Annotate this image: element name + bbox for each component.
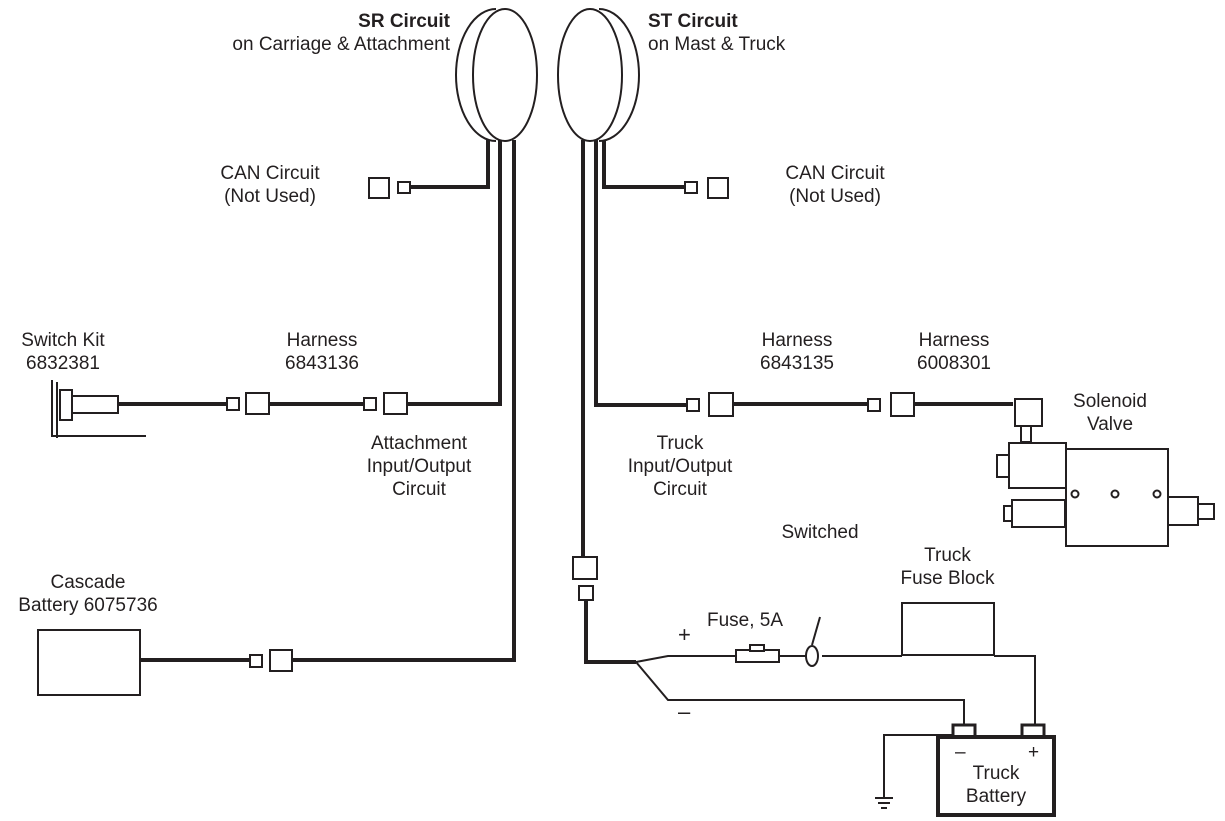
can-circuit-left-label: CAN Circuit (Not Used) bbox=[195, 162, 345, 208]
positive-branch-wire bbox=[635, 655, 736, 663]
attachment-io-label: Attachment Input/Output Circuit bbox=[349, 432, 489, 501]
can-circuit-right-label: CAN Circuit (Not Used) bbox=[760, 162, 910, 208]
sr-cascade-battery-wire bbox=[292, 140, 516, 662]
harness-a-line1: Harness bbox=[286, 330, 358, 351]
solenoid-line2: Valve bbox=[1086, 414, 1134, 435]
harness-6843136-connector-large bbox=[383, 392, 408, 415]
fuse-block-line2: Fuse Block bbox=[900, 568, 995, 589]
harness-c-line2: 6008301 bbox=[917, 353, 991, 374]
sr-circuit-title: SR Circuit bbox=[358, 11, 450, 32]
truck-battery bbox=[936, 723, 1056, 817]
truck-battery-line1: Truck bbox=[972, 763, 1020, 784]
switched-label: Switched bbox=[781, 522, 859, 543]
st-circuit-title: ST Circuit bbox=[648, 11, 738, 32]
switch-kit-label: Switch Kit 6832381 bbox=[8, 329, 118, 375]
power-connector-large bbox=[572, 556, 598, 580]
switch-kit-line2: 6832381 bbox=[26, 353, 100, 374]
st-power-wire-lower bbox=[584, 600, 636, 664]
negative-branch-wire bbox=[635, 661, 965, 725]
harness-6843135-connector-large bbox=[890, 392, 915, 417]
truck-battery-line2: Battery bbox=[965, 786, 1027, 807]
solenoid-valve bbox=[996, 425, 1215, 547]
truck-battery-label: Truck Battery bbox=[950, 762, 1042, 808]
sr-can-wire bbox=[411, 140, 490, 189]
harness-a-line2: 6843136 bbox=[285, 353, 359, 374]
truck-io-connector-large bbox=[708, 392, 734, 417]
harness-c-line1: Harness bbox=[918, 330, 990, 351]
cascade-battery-label: Cascade Battery 6075736 bbox=[8, 571, 168, 617]
ground-symbol bbox=[875, 797, 893, 809]
harness-b-line1: Harness bbox=[761, 330, 833, 351]
switch-kit bbox=[51, 380, 146, 438]
fuse-block-line1: Truck bbox=[924, 545, 971, 566]
solenoid-valve-label: Solenoid Valve bbox=[1055, 390, 1165, 436]
attachment-io-line3: Circuit bbox=[392, 479, 446, 500]
harness-b-line2: 6843135 bbox=[760, 353, 834, 374]
can-right-line1: CAN Circuit bbox=[785, 163, 885, 184]
fuse bbox=[735, 644, 780, 663]
fuse-block-to-battery-wire bbox=[994, 655, 1036, 725]
can-left-line1: CAN Circuit bbox=[220, 163, 320, 184]
cascade-battery-line1: Cascade bbox=[50, 572, 126, 593]
attachment-io-line2: Input/Output bbox=[366, 456, 472, 477]
attachment-io-line1: Attachment bbox=[370, 433, 468, 454]
sr-circuit-subtitle: on Carriage & Attachment bbox=[232, 34, 450, 55]
battery-minus-terminal: – bbox=[955, 742, 966, 763]
cascade-battery-connector-large bbox=[269, 649, 293, 672]
st-module bbox=[557, 8, 640, 142]
power-connector-small bbox=[578, 585, 594, 601]
sr-attachment-io-wire bbox=[407, 140, 502, 406]
switched-ring bbox=[805, 645, 819, 667]
truck-fuse-block-label: Truck Fuse Block bbox=[885, 544, 1010, 590]
st-truck-io-wire bbox=[594, 140, 687, 407]
harness-6843136-connector-small bbox=[363, 397, 377, 411]
switched-pointer bbox=[811, 616, 821, 646]
truck-io-line2: Input/Output bbox=[627, 456, 733, 477]
truck-fuse-block bbox=[901, 602, 995, 656]
truck-io-line3: Circuit bbox=[653, 479, 707, 500]
battery-plus-terminal: + bbox=[1028, 742, 1040, 763]
connectors bbox=[226, 177, 1043, 672]
cascade-battery bbox=[37, 629, 141, 696]
positive-sign: + bbox=[678, 622, 691, 647]
truck-io-connector-small bbox=[686, 398, 700, 412]
sr-can-connector-large bbox=[368, 177, 390, 199]
sr-module bbox=[455, 8, 538, 142]
harness-6843135-label: Harness 6843135 bbox=[737, 329, 857, 375]
st-circuit-subtitle: on Mast & Truck bbox=[648, 34, 786, 55]
harness-6008301-label: Harness 6008301 bbox=[894, 329, 1014, 375]
truck-io-label: Truck Input/Output Circuit bbox=[610, 432, 750, 501]
can-left-line2: (Not Used) bbox=[224, 186, 316, 207]
st-can-connector-large bbox=[707, 177, 729, 199]
sr-can-connector-small bbox=[397, 181, 411, 194]
switch-kit-connector-large bbox=[245, 392, 270, 415]
cascade-battery-connector-small bbox=[249, 654, 263, 668]
cascade-battery-line2: Battery 6075736 bbox=[18, 595, 158, 616]
fuse-label: Fuse, 5A bbox=[706, 610, 784, 631]
truck-io-line1: Truck bbox=[656, 433, 704, 454]
negative-sign: – bbox=[678, 699, 691, 724]
can-right-line2: (Not Used) bbox=[789, 186, 881, 207]
solenoid-line1: Solenoid bbox=[1073, 391, 1147, 412]
harness-6843136-label: Harness 6843136 bbox=[262, 329, 382, 375]
harness-6843135-connector-small bbox=[867, 398, 881, 412]
switch-kit-connector-small bbox=[226, 397, 240, 411]
st-can-wire bbox=[602, 140, 685, 189]
switch-kit-line1: Switch Kit bbox=[21, 330, 105, 351]
st-can-connector-small bbox=[684, 181, 698, 194]
ground-wire bbox=[883, 734, 953, 798]
solenoid-connector bbox=[1014, 398, 1043, 427]
